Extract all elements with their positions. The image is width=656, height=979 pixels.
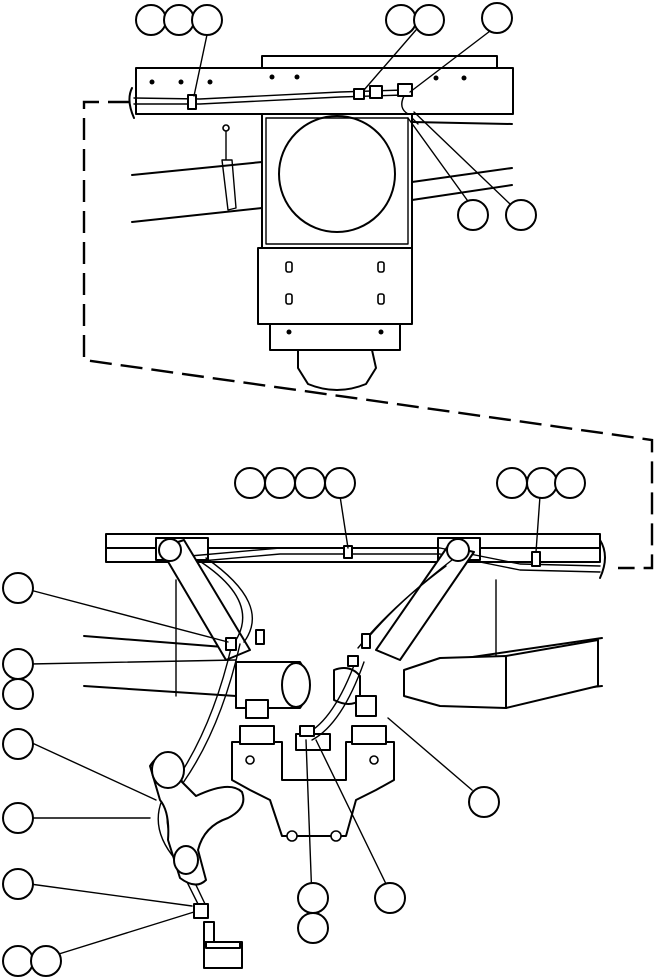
valve-port-right xyxy=(351,725,387,745)
frame-rail-cap xyxy=(261,55,498,69)
hanger-pin xyxy=(222,124,230,132)
cylinder-right-extension xyxy=(505,639,599,709)
callout-balloon xyxy=(2,945,34,977)
fitting-3 xyxy=(397,83,413,97)
callout-balloon xyxy=(468,786,500,818)
component-round-cover xyxy=(278,115,396,233)
callout-balloon xyxy=(505,199,537,231)
tube-clamp xyxy=(187,94,197,110)
cross-member-right-2 xyxy=(411,167,513,183)
callout-balloon xyxy=(2,868,34,900)
callout-balloon xyxy=(324,467,356,499)
callout-balloon xyxy=(191,4,223,36)
fitting-1 xyxy=(353,88,365,100)
drain-valve xyxy=(193,903,209,919)
callout-balloon xyxy=(297,882,329,914)
callout-balloon xyxy=(446,538,470,562)
cross-rod-upper-left xyxy=(83,635,237,649)
component-housing xyxy=(261,113,413,249)
callouts xyxy=(2,2,586,977)
detail-view-boundary xyxy=(82,100,654,570)
main-tube-2 xyxy=(189,553,601,573)
callout-balloon xyxy=(2,648,34,680)
callout-balloon xyxy=(264,467,296,499)
chamber-left-cap xyxy=(281,662,311,708)
leader-lines xyxy=(29,27,541,959)
callout-balloon xyxy=(135,4,167,36)
rail-break-left xyxy=(128,87,135,119)
callout-balloon xyxy=(374,882,406,914)
cross-member-lower xyxy=(131,207,263,223)
valve-body xyxy=(231,741,395,837)
fitting-right-a xyxy=(361,633,371,649)
callout-balloon xyxy=(163,4,195,36)
component-housing-inner xyxy=(265,117,409,245)
callout-balloon xyxy=(2,728,34,760)
hanger-bracket xyxy=(221,125,237,211)
chamber-right-neck xyxy=(355,695,377,717)
callout-balloon xyxy=(2,802,34,834)
callout-balloon xyxy=(457,199,489,231)
cross-member-upper xyxy=(131,161,263,176)
main-tube-1 xyxy=(189,547,601,567)
fitting-right-b xyxy=(347,655,359,667)
detail-view-top xyxy=(128,55,514,391)
main-rail-break xyxy=(599,539,606,579)
callout-balloon xyxy=(2,572,34,604)
component-base xyxy=(269,323,401,351)
callout-balloon xyxy=(413,4,445,36)
callout-balloon xyxy=(385,4,417,36)
chamber-left-neck xyxy=(245,699,269,719)
callout-balloon xyxy=(294,467,326,499)
fitting-left-a xyxy=(225,637,237,651)
drain-tank-cap xyxy=(205,941,241,949)
component-lower-body xyxy=(257,247,413,325)
rail-bolts xyxy=(149,74,467,85)
callout-balloon xyxy=(554,467,586,499)
cross-rod-lower-left xyxy=(83,685,237,697)
fitting-2 xyxy=(369,85,383,99)
callout-balloon xyxy=(496,467,528,499)
valve-top-fitting xyxy=(299,725,315,737)
main-tube-clamp-right xyxy=(531,551,541,567)
main-view xyxy=(83,533,606,969)
elbow-pipe-joint xyxy=(173,845,199,875)
arm-right xyxy=(375,545,475,661)
callout-balloon xyxy=(158,538,182,562)
callout-balloon xyxy=(2,678,34,710)
loop-tube-left xyxy=(197,559,244,641)
curved-tube-center-2 xyxy=(311,661,365,741)
loop-tube-left-2 xyxy=(205,557,253,643)
callout-balloon xyxy=(481,2,513,34)
component-nose xyxy=(297,349,377,391)
valve-port-left xyxy=(239,725,275,745)
elbow-pipe-end xyxy=(151,751,185,789)
callout-balloon xyxy=(297,912,329,944)
fitting-left-b xyxy=(255,629,265,645)
callout-balloon xyxy=(234,467,266,499)
drain-stem xyxy=(203,921,215,943)
callout-balloon xyxy=(30,945,62,977)
cross-member-right-1 xyxy=(411,121,513,125)
callout-balloon xyxy=(526,467,558,499)
